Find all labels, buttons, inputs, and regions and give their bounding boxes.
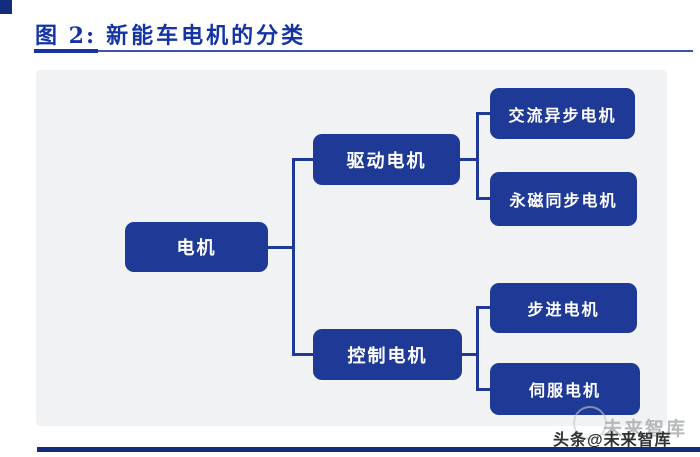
ghost-logo-icon [573, 406, 607, 440]
figure-number-label: 图 2: [35, 23, 97, 49]
figure-title-text: 新能车电机的分类 [106, 23, 307, 49]
bottom-rule [37, 447, 700, 452]
figure-title: 图 2: 新能车电机的分类 [35, 18, 675, 50]
connector-to-drive-motor [292, 158, 313, 161]
connector-to-control-motor [292, 353, 313, 356]
connector-to-ac-async [476, 112, 490, 115]
connector-control-vertical [476, 306, 479, 391]
ghost-watermark-text: 未来智库 [603, 419, 688, 440]
node-drive-motor: 驱动电机 [313, 134, 460, 185]
connector-control-stub [462, 353, 478, 356]
node-ac-async-motor: 交流异步电机 [490, 88, 635, 139]
connector-drive-stub [460, 158, 478, 161]
node-servo-motor: 伺服电机 [490, 363, 640, 415]
connector-to-pm-sync [476, 197, 490, 200]
corner-accent-square [0, 0, 12, 14]
connector-drive-vertical [476, 112, 479, 200]
connector-to-stepper [476, 306, 490, 309]
title-underline-thin [34, 50, 693, 52]
node-control-motor: 控制电机 [313, 329, 462, 380]
source-watermark-text: 头条@未来智库 [553, 432, 672, 449]
node-stepper-motor: 步进电机 [490, 283, 637, 333]
connector-to-servo [476, 388, 490, 391]
connector-root-stub [268, 246, 294, 249]
node-pm-sync-motor: 永磁同步电机 [490, 172, 637, 226]
connector-level1-vertical [292, 158, 295, 356]
node-motor: 电机 [125, 222, 268, 272]
title-underline-thick [34, 49, 98, 53]
